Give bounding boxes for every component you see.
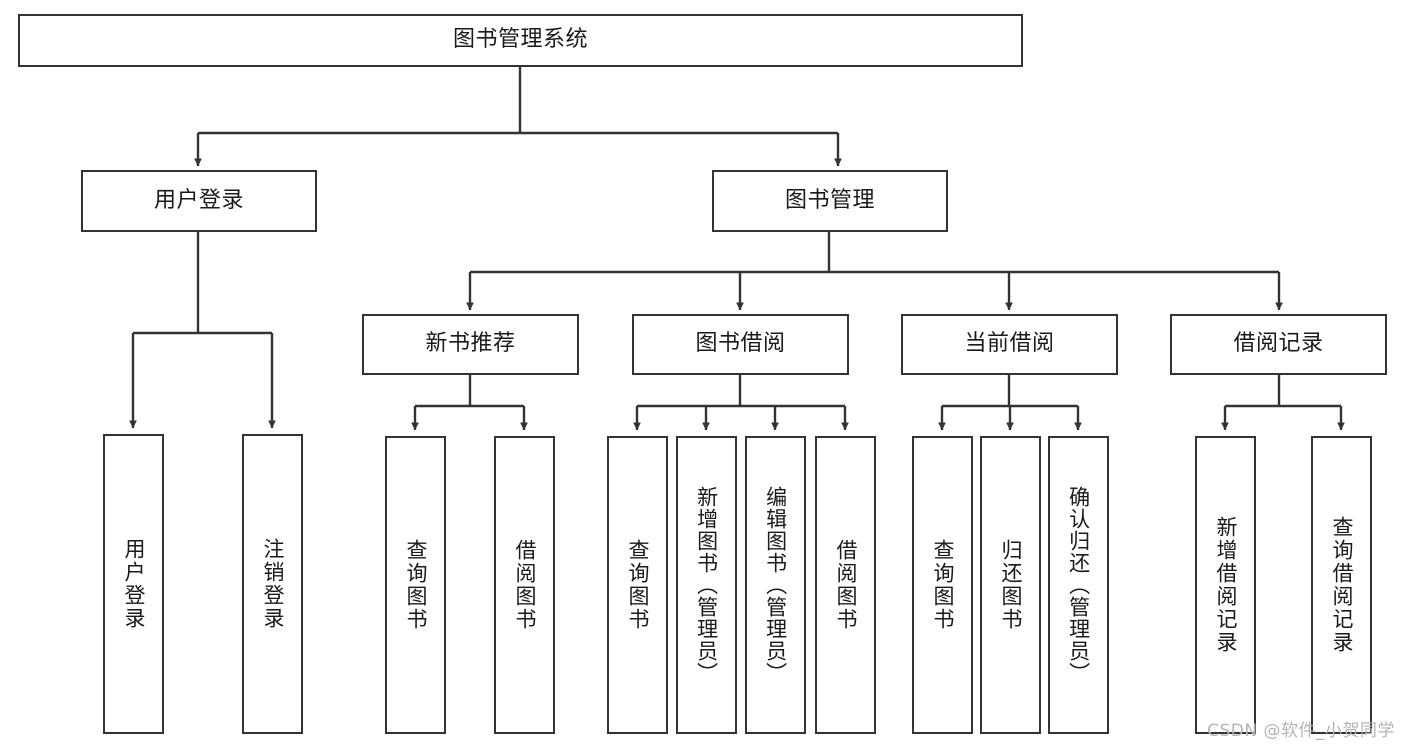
leaf-query-book-3[interactable]: 查询图书 <box>912 436 973 734</box>
leaf-query-book-2[interactable]: 查询图书 <box>607 436 668 734</box>
csdn-watermark: CSDN @软件_小贺同学 <box>1207 721 1395 741</box>
leaf-user-login[interactable]: 用户登录 <box>103 434 164 734</box>
leaf-borrow-book-2-label: 借阅图书 <box>833 539 858 631</box>
leaf-borrow-book-1[interactable]: 借阅图书 <box>494 436 555 734</box>
node-book-borrow-label: 图书借阅 <box>695 331 786 357</box>
node-book-manage-label: 图书管理 <box>784 187 875 213</box>
leaf-borrow-book-1-label: 借阅图书 <box>512 539 537 631</box>
node-current-borrow-label: 当前借阅 <box>964 331 1055 357</box>
leaf-add-book-label: 新增图书（管理员） <box>694 486 719 684</box>
leaf-user-login-label: 用户登录 <box>121 538 146 630</box>
node-borrow-record-label: 借阅记录 <box>1233 331 1324 357</box>
node-new-book-recommend[interactable]: 新书推荐 <box>362 314 579 375</box>
node-book-manage[interactable]: 图书管理 <box>712 170 948 232</box>
leaf-add-book[interactable]: 新增图书（管理员） <box>676 436 737 734</box>
leaf-query-book-2-label: 查询图书 <box>625 539 650 631</box>
node-root-system-label: 图书管理系统 <box>452 27 588 53</box>
leaf-confirm-return[interactable]: 确认归还（管理员） <box>1048 436 1109 734</box>
leaf-query-book-1-label: 查询图书 <box>403 539 428 631</box>
node-borrow-record[interactable]: 借阅记录 <box>1170 314 1387 375</box>
leaf-borrow-book-2[interactable]: 借阅图书 <box>815 436 876 734</box>
leaf-confirm-return-label: 确认归还（管理员） <box>1066 486 1091 684</box>
leaf-query-book-3-label: 查询图书 <box>930 539 955 631</box>
node-new-book-recommend-label: 新书推荐 <box>425 331 516 357</box>
leaf-edit-book[interactable]: 编辑图书（管理员） <box>745 436 806 734</box>
node-user-login-label: 用户登录 <box>153 187 244 213</box>
leaf-logout-login[interactable]: 注销登录 <box>242 434 303 734</box>
leaf-query-book-1[interactable]: 查询图书 <box>385 436 446 734</box>
leaf-return-book-label: 归还图书 <box>998 539 1023 631</box>
leaf-logout-login-label: 注销登录 <box>260 538 285 630</box>
leaf-edit-book-label: 编辑图书（管理员） <box>763 486 788 684</box>
node-current-borrow[interactable]: 当前借阅 <box>901 314 1118 375</box>
leaf-query-record-label: 查询借阅记录 <box>1329 516 1354 654</box>
node-book-borrow[interactable]: 图书借阅 <box>632 314 849 375</box>
node-root-system[interactable]: 图书管理系统 <box>18 14 1023 67</box>
node-user-login[interactable]: 用户登录 <box>81 170 317 232</box>
leaf-add-record[interactable]: 新增借阅记录 <box>1195 436 1256 734</box>
leaf-add-record-label: 新增借阅记录 <box>1213 516 1238 654</box>
leaf-query-record[interactable]: 查询借阅记录 <box>1311 436 1372 734</box>
leaf-return-book[interactable]: 归还图书 <box>980 436 1041 734</box>
